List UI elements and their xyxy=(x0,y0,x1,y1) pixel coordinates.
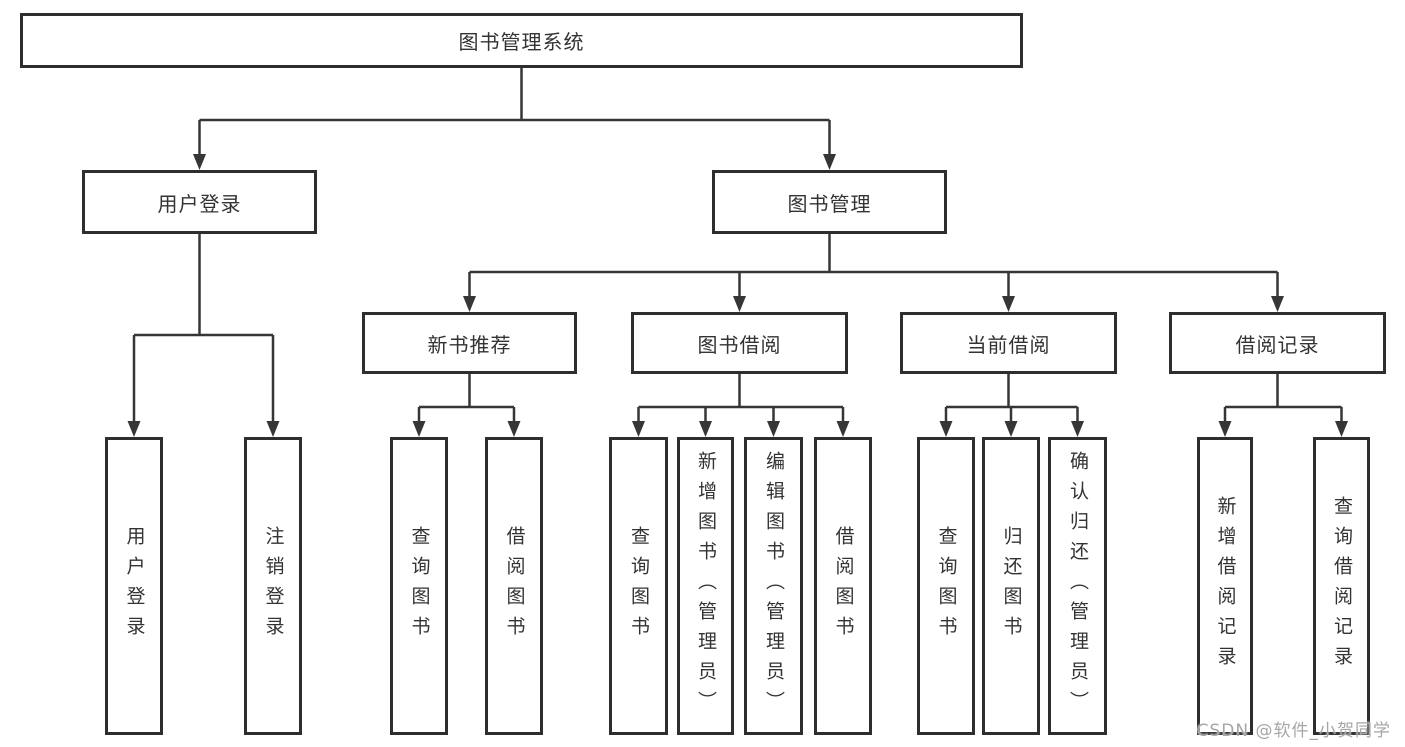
node-label: 借阅记录 xyxy=(1235,332,1320,357)
node-label: 确认归还（管理员） xyxy=(1067,451,1089,721)
node-label: 归还图书 xyxy=(1000,526,1023,646)
node-label: 当前借阅 xyxy=(966,332,1051,357)
node-label: 借阅图书 xyxy=(832,526,855,646)
node-label: 借阅图书 xyxy=(503,526,526,646)
node-label: 新增图书（管理员） xyxy=(695,451,717,721)
node-leaf-query-books-borrowing: 查询图书 xyxy=(609,437,668,735)
node-leaf-user-login: 用户登录 xyxy=(105,437,163,735)
node-label: 查询借阅记录 xyxy=(1331,496,1353,676)
node-label: 图书管理 xyxy=(787,191,872,216)
node-leaf-edit-books-admin: 编辑图书（管理员） xyxy=(744,437,803,735)
node-leaf-return-books: 归还图书 xyxy=(982,437,1040,735)
node-label: 新增借阅记录 xyxy=(1214,496,1237,676)
node-new-book-recommendation: 新书推荐 xyxy=(362,312,577,374)
node-user-login: 用户登录 xyxy=(82,170,317,234)
node-leaf-query-books-recommend: 查询图书 xyxy=(390,437,448,735)
node-label: 新书推荐 xyxy=(427,332,512,357)
node-label: 查询图书 xyxy=(628,526,650,646)
node-leaf-query-borrow-record: 查询借阅记录 xyxy=(1313,437,1370,735)
node-leaf-add-borrow-record: 新增借阅记录 xyxy=(1197,437,1253,735)
node-leaf-logout: 注销登录 xyxy=(244,437,302,735)
node-leaf-add-books-admin: 新增图书（管理员） xyxy=(677,437,734,735)
node-label: 编辑图书（管理员） xyxy=(763,451,785,721)
node-label: 用户登录 xyxy=(123,526,146,646)
node-label: 图书管理系统 xyxy=(458,30,585,54)
node-current-borrowing: 当前借阅 xyxy=(900,312,1117,374)
node-leaf-borrow-books-recommend: 借阅图书 xyxy=(485,437,543,735)
node-label: 用户登录 xyxy=(157,191,242,216)
node-leaf-confirm-return-admin: 确认归还（管理员） xyxy=(1048,437,1107,735)
node-book-borrowing: 图书借阅 xyxy=(631,312,848,374)
node-library-management-system: 图书管理系统 xyxy=(20,13,1023,68)
node-leaf-query-books-current: 查询图书 xyxy=(917,437,975,735)
csdn-watermark: CSDN @软件_小贺同学 xyxy=(1196,721,1391,741)
node-label: 图书借阅 xyxy=(697,332,782,357)
node-label: 查询图书 xyxy=(935,526,958,646)
node-leaf-borrow-books: 借阅图书 xyxy=(814,437,872,735)
node-label: 查询图书 xyxy=(408,526,431,646)
node-borrowing-records: 借阅记录 xyxy=(1169,312,1386,374)
node-book-management: 图书管理 xyxy=(712,170,947,234)
node-label: 注销登录 xyxy=(262,526,285,646)
